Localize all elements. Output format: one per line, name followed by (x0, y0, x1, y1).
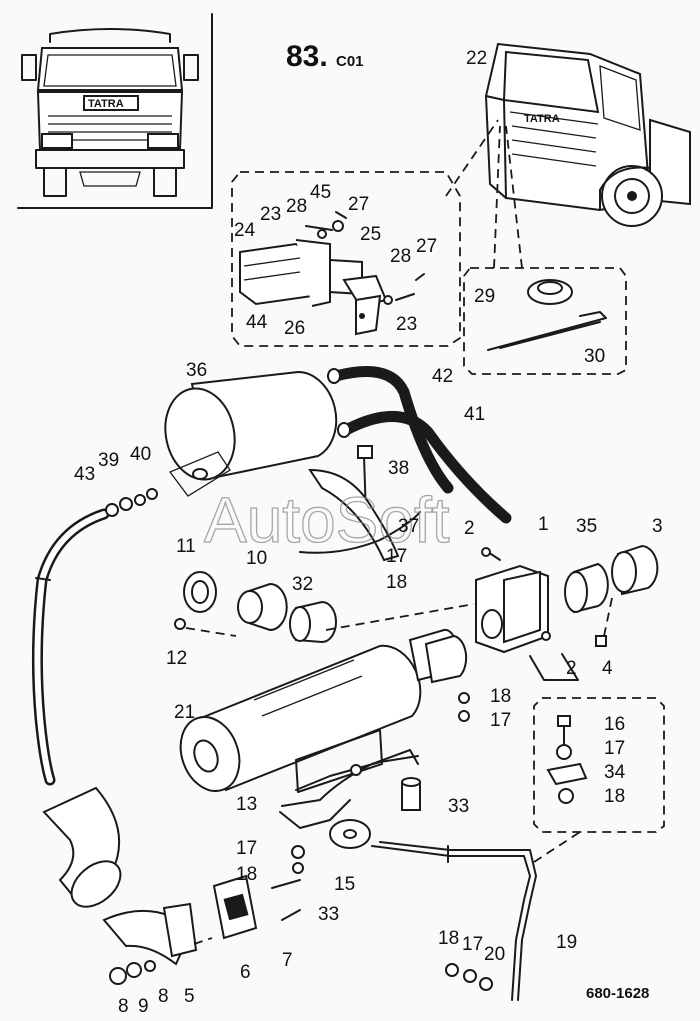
label-39: 39 (98, 450, 119, 471)
label-23b: 23 (396, 314, 417, 335)
label-18c: 18 (604, 786, 625, 807)
label-27: 27 (348, 194, 369, 215)
label-1: 1 (538, 514, 549, 535)
label-34: 33 (448, 796, 469, 817)
label-18b: 18 (490, 686, 511, 707)
label-28b: 28 (390, 246, 411, 267)
clamp-37-38 (299, 445, 421, 562)
label-38: 38 (388, 458, 409, 479)
label-21: 21 (174, 702, 195, 723)
label-22: 22 (466, 48, 487, 69)
label-13: 12 (166, 648, 187, 669)
label-24: 24 (234, 220, 256, 241)
label-3: 3 (652, 516, 663, 537)
label-18e: 18 (438, 928, 459, 949)
label-2b: 2 (566, 658, 577, 679)
label-17b: 17 (490, 710, 511, 731)
label-25: 25 (360, 224, 381, 245)
hoses-41-42 (327, 366, 512, 524)
label-17c: 17 (604, 738, 625, 759)
label-41: 41 (464, 404, 485, 425)
detail-box-lower (533, 697, 665, 863)
label-18d: 18 (236, 864, 257, 885)
watermark: AutoSoft (204, 484, 450, 556)
label-29: 29 (474, 286, 495, 307)
label-23: 23 (260, 204, 281, 225)
label-27b: 27 (416, 236, 437, 257)
page-number: 83. (286, 40, 328, 73)
label-43: 43 (74, 464, 95, 485)
tank (164, 370, 338, 497)
housing-1 (475, 544, 659, 681)
label-10: 9 (138, 996, 149, 1017)
label-40: 40 (130, 444, 151, 465)
label-12: 11 (176, 536, 196, 557)
drawing-code: 680-1628 (586, 985, 649, 1002)
label-42: 42 (432, 366, 453, 387)
label-17d: 17 (236, 838, 257, 859)
label-37: 37 (398, 516, 419, 537)
page-suffix: C01 (336, 53, 364, 70)
parts-11-12-13-32 (174, 571, 475, 644)
label-15: 15 (334, 874, 355, 895)
label-26: 26 (284, 318, 305, 339)
label-18a: 18 (386, 572, 407, 593)
label-5: 5 (184, 986, 195, 1007)
label-11: 10 (246, 548, 267, 569)
label-14: 13 (236, 794, 257, 815)
label-31: 35 (576, 516, 597, 537)
exhaust-pipe-lower (42, 786, 301, 985)
detail-box-upper (231, 119, 499, 347)
truck-cab: TATRA (484, 42, 691, 227)
truck-front-brand: TATRA (88, 98, 124, 110)
label-30: 30 (584, 346, 605, 367)
truck-front-inset: TATRA (17, 13, 213, 209)
label-44: 44 (246, 312, 268, 333)
truck-cab-brand: TATRA (524, 113, 560, 125)
label-20: 20 (484, 944, 505, 965)
label-36: 36 (186, 360, 207, 381)
label-6: 6 (240, 962, 251, 983)
label-7: 7 (282, 950, 293, 971)
fuel-line-43 (31, 488, 158, 786)
label-9: 8 (158, 986, 169, 1007)
detail-box-right (463, 125, 627, 375)
label-45: 45 (310, 182, 331, 203)
label-19: 19 (556, 932, 577, 953)
label-35: 34 (604, 762, 626, 783)
label-17a: 17 (386, 546, 407, 567)
sensor-line-19 (291, 692, 537, 1001)
label-17e: 17 (462, 934, 483, 955)
silencer-21 (179, 628, 468, 829)
label-32: 32 (292, 574, 313, 595)
label-4: 4 (602, 658, 613, 679)
label-28: 28 (286, 196, 307, 217)
part-labels: 22 45 28 27 23 24 25 28 27 44 26 23 29 3… (74, 48, 663, 1017)
label-2: 2 (464, 518, 475, 539)
label-8: 8 (118, 996, 129, 1017)
label-16: 16 (604, 714, 625, 735)
label-33: 33 (318, 904, 339, 925)
